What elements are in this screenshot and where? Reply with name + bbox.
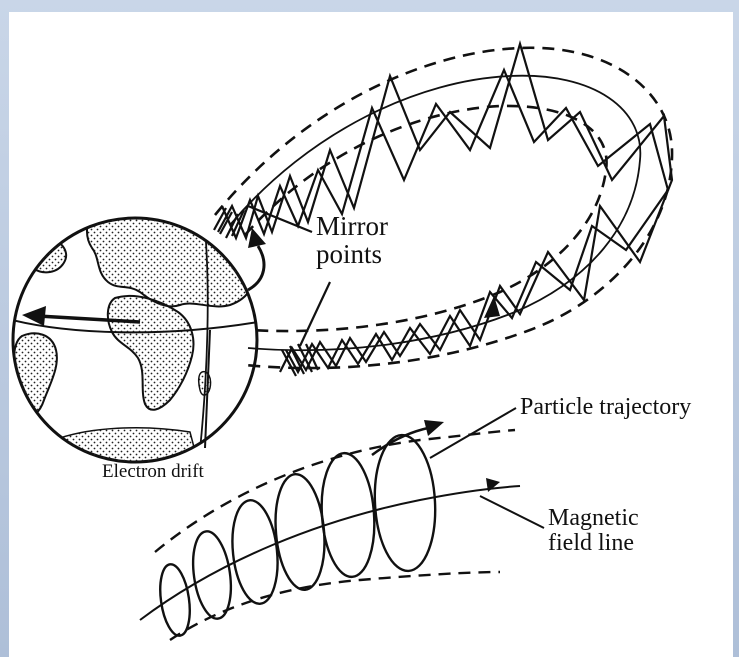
earth-globe bbox=[12, 202, 266, 470]
mirror-points-label: Mirror points bbox=[316, 212, 388, 269]
mirror-points-line1: Mirror bbox=[316, 212, 388, 240]
magnetic-field-line-label: Magnetic field line bbox=[548, 506, 639, 556]
particle-trajectory-label: Particle trajectory bbox=[520, 395, 691, 420]
magnetic-field-line1: Magnetic bbox=[548, 506, 639, 531]
magnetic-field-line2: field line bbox=[548, 531, 639, 556]
magnetic-field-loop bbox=[215, 48, 672, 368]
electron-drift-label: Electron drift bbox=[102, 462, 204, 482]
mirror-points-line2: points bbox=[316, 240, 388, 268]
